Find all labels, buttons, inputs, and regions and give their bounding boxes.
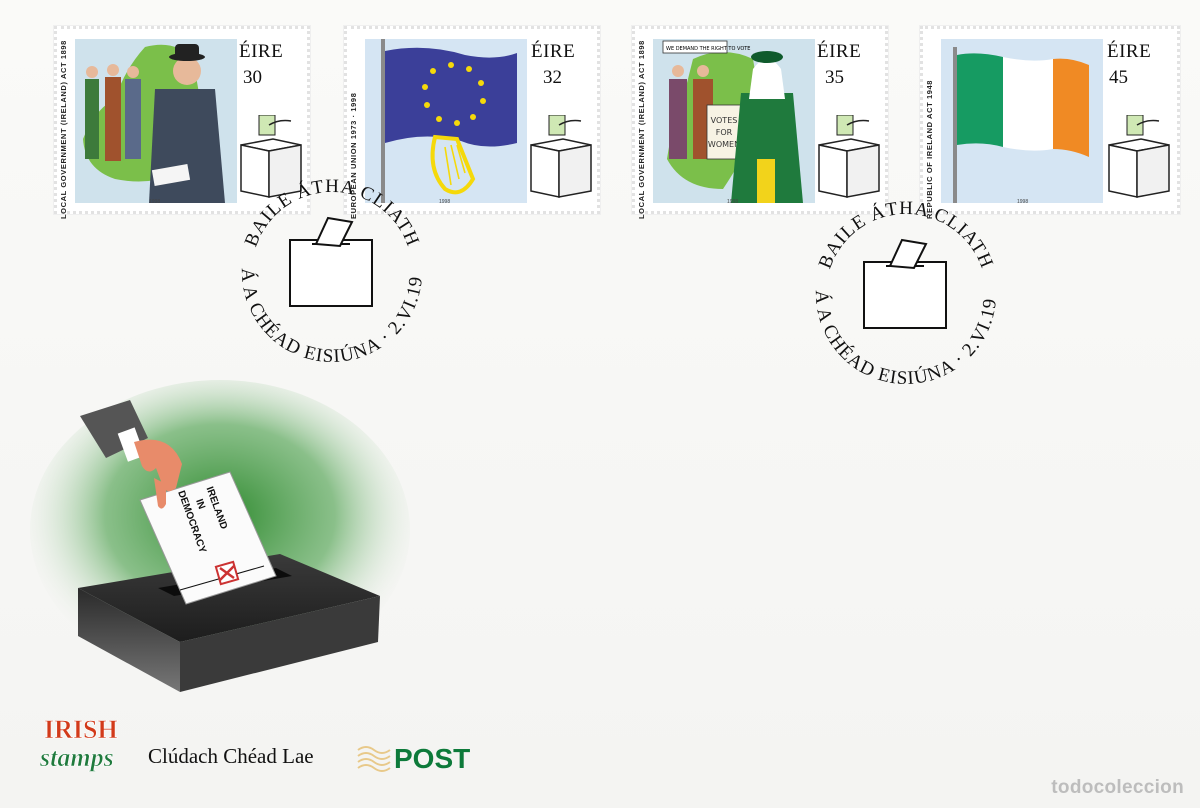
ballot-box-icon <box>1108 115 1170 198</box>
banner-text: WE DEMAND THE RIGHT TO VOTE <box>666 46 750 52</box>
stamp-illustration-eu-flag <box>365 39 527 203</box>
ballot-box-icon <box>240 115 302 198</box>
stamp-country: ÉIRE <box>1107 41 1152 62</box>
stamp-32: EUROPEAN UNION 1973 · 1998 ÉIRE 32 1998 <box>344 26 600 219</box>
stamp-side-text: LOCAL GOVERNMENT (IRELAND) ACT 1898 <box>637 40 646 219</box>
svg-text:WOMEN: WOMEN <box>708 140 740 149</box>
footer-text: Clúdach Chéad Lae <box>148 744 314 768</box>
stamp-value: 30 <box>243 67 262 88</box>
stamp-country: ÉIRE <box>239 41 284 62</box>
stamp-side-text: LOCAL GOVERNMENT (IRELAND) ACT 1898 <box>59 40 68 219</box>
watermark: todocoleccion <box>1051 777 1184 798</box>
cachet-ballot-illustration: DEMOCRACY IN IRELAND <box>30 380 410 692</box>
stamp-45: REPUBLIC OF IRELAND ACT 1948 ÉIRE 45 199… <box>920 26 1180 219</box>
logo-irish-text: IRISH <box>44 715 118 744</box>
ballot-box-icon <box>289 216 373 307</box>
stamp-year: 1998 <box>727 199 739 205</box>
stamp-value: 35 <box>825 67 844 88</box>
stamp-year: 1998 <box>1017 199 1029 205</box>
ballot-cross-icon <box>219 565 235 581</box>
stamp-illustration-suffragette: WE DEMAND THE RIGHT TO VOTE VOTES FOR WO… <box>653 39 815 203</box>
stamp-value: 45 <box>1109 67 1128 88</box>
stamp-illustration-irish-flag <box>941 39 1103 203</box>
stamp-value: 32 <box>543 67 562 88</box>
stamp-country: ÉIRE <box>531 41 576 62</box>
stamp-country: ÉIRE <box>817 41 862 62</box>
svg-text:FOR: FOR <box>716 128 733 137</box>
logo-stamps-text: stamps <box>40 743 114 772</box>
ballot-box-icon <box>530 115 592 198</box>
stamp-35: LOCAL GOVERNMENT (IRELAND) ACT 1898 WE D… <box>632 26 888 219</box>
stamp-year: 1998 <box>439 199 451 205</box>
irish-stamps-logo: IRISH stamps <box>40 715 118 773</box>
postmark-right: BAILE ÁTHA CLIATH LÁ A CHÉAD EISIÚNA · 2… <box>790 182 1000 389</box>
hand-icon <box>80 400 182 509</box>
post-wave-icon <box>357 746 391 772</box>
ballot-paper: DEMOCRACY IN IRELAND <box>139 471 277 605</box>
postmark-left: BAILE ÁTHA CLIATH LÁ A CHÉAD EISIÚNA · 2… <box>216 160 426 367</box>
ballot-box-icon <box>863 238 947 329</box>
stamp-year: 1998 <box>149 199 161 205</box>
an-post-logo: POST <box>357 743 470 774</box>
stamp-30: LOCAL GOVERNMENT (IRELAND) ACT 1898 ÉIRE… <box>54 26 310 219</box>
post-logo-text: POST <box>394 743 470 774</box>
ballot-box-icon <box>818 115 880 198</box>
svg-text:VOTES: VOTES <box>711 116 738 125</box>
stamp-illustration-voting-man <box>75 39 237 203</box>
